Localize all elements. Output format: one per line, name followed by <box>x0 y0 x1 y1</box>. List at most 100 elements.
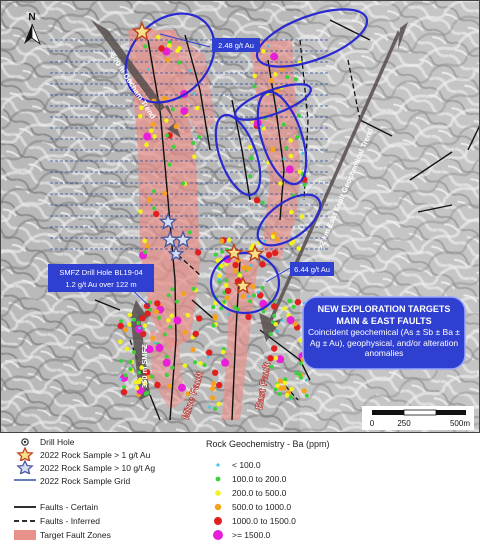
north-arrow: N <box>24 12 41 46</box>
legend-geochem-title: Rock Geochemistry - Ba (ppm) <box>206 439 330 449</box>
callout-top: 2.48 g/t Au <box>159 33 260 52</box>
geochem-sample-dot <box>154 381 161 389</box>
geochem-sample-dot <box>298 361 303 366</box>
callout-top-text: 2.48 g/t Au <box>218 41 254 50</box>
geochem-sample-dot <box>236 307 240 312</box>
geochem-sample-dot <box>144 310 151 317</box>
geochem-sample-dot <box>173 123 179 129</box>
legend-geochem-dot-5 <box>213 530 223 540</box>
geochem-sample-dot <box>263 239 267 243</box>
geochem-sample-dot <box>261 126 267 131</box>
geochem-sample-dot <box>270 146 276 153</box>
geochem-sample-dot <box>298 338 303 343</box>
targets-title-2: MAIN & EAST FAULTS <box>336 316 431 326</box>
geochem-sample-dot <box>232 305 237 310</box>
geochem-sample-dot <box>155 34 161 40</box>
geochem-sample-dot <box>271 345 278 352</box>
geochem-sample-dot <box>295 135 300 140</box>
legend-geochem-dot-2 <box>215 490 221 496</box>
geochem-sample-dot <box>280 319 284 322</box>
geochem-sample-dot <box>252 84 257 89</box>
geochem-sample-dot <box>127 322 132 327</box>
scale-tick-0: 0 <box>370 419 375 428</box>
geochem-sample-dot <box>143 132 152 141</box>
geochem-sample-dot <box>213 406 218 411</box>
legend: Drill Hole 2022 Rock Sample > 1 g/t Au 2… <box>0 433 480 554</box>
geochem-sample-dot <box>272 313 277 318</box>
geochem-sample-dot <box>158 45 165 52</box>
geochem-sample-dot <box>247 144 253 150</box>
geochem-sample-dot <box>150 335 156 341</box>
geochem-sample-dot <box>178 383 186 392</box>
drill-hole-icon <box>21 438 29 446</box>
geochem-sample-dot <box>271 303 278 310</box>
legend-geochem-label-5: >= 1500.0 <box>232 530 271 540</box>
geochem-sample-dot <box>155 343 164 352</box>
geochem-sample-dot <box>142 323 148 328</box>
geochem-sample-dot <box>291 304 296 309</box>
geochem-sample-dot <box>216 381 223 389</box>
geochem-sample-dot <box>212 313 218 319</box>
geochem-sample-dot <box>162 190 168 196</box>
geochem-sample-dot <box>162 95 168 101</box>
geochem-sample-dot <box>188 69 192 72</box>
callout-drill-line1: SMFZ Drill Hole BL19-04 <box>59 268 142 277</box>
geochem-sample-dot <box>143 391 148 396</box>
smfz-arrow <box>130 300 150 400</box>
geochem-sample-dot <box>202 363 207 368</box>
geochem-sample-dot <box>119 358 124 363</box>
geochem-sample-dot <box>299 214 305 219</box>
geochem-sample-dot <box>217 273 222 279</box>
geochem-sample-dot <box>289 386 295 392</box>
geochem-sample-dot <box>252 73 257 79</box>
legend-star-au: 2022 Rock Sample > 1 g/t Au <box>40 450 151 460</box>
geochem-sample-dot <box>146 197 152 203</box>
geochem-sample-dot <box>150 374 155 379</box>
callout-drill-line2: 1.2 g/t Au over 122 m <box>65 280 136 289</box>
geochem-sample-dot <box>304 378 308 382</box>
geochem-sample-dot <box>273 355 279 361</box>
geochem-sample-dot <box>288 153 294 159</box>
geochem-sample-dot <box>241 265 248 271</box>
geochem-sample-dot <box>167 162 172 167</box>
legend-geochem-label-0: < 100.0 <box>232 460 261 470</box>
geochem-sample-dot <box>213 252 218 257</box>
geochem-sample-dot <box>269 364 274 369</box>
geochem-sample-dot <box>246 295 250 298</box>
geochem-sample-dot <box>140 330 147 338</box>
geochem-sample-dot <box>270 52 279 61</box>
geochem-sample-dot <box>196 315 203 322</box>
geochem-sample-dot <box>165 57 171 63</box>
geochem-sample-dot <box>136 321 141 325</box>
geochem-sample-dot <box>211 323 216 328</box>
geochem-sample-dot <box>210 395 216 401</box>
callout-mid: 6.44 g/t Au <box>265 262 334 283</box>
fault-zone-icon <box>14 530 36 540</box>
geochem-sample-dot <box>260 124 264 128</box>
geochem-sample-dot <box>153 210 160 218</box>
grid-line-icon <box>14 479 36 481</box>
legend-drill-hole: Drill Hole <box>40 437 75 447</box>
geochem-sample-dot <box>276 330 279 333</box>
star-blue-icon <box>16 460 34 474</box>
geochem-sample-dot <box>285 75 290 80</box>
geochem-sample-dot <box>138 209 143 214</box>
geochem-sample-dot <box>162 332 167 337</box>
star-ag-sample <box>167 245 185 262</box>
geochem-sample-dot <box>154 300 161 307</box>
geochem-sample-dot <box>185 312 191 318</box>
geochem-sample-dot <box>294 298 302 306</box>
geochem-sample-dot <box>123 327 129 333</box>
geochem-sample-dot <box>218 278 222 281</box>
geochem-sample-dot <box>294 371 299 376</box>
geochem-sample-dot <box>297 372 302 377</box>
geochem-sample-dot <box>148 307 153 312</box>
geochem-sample-dot <box>149 128 154 133</box>
legend-geochem-label-4: 1000.0 to 1500.0 <box>232 516 296 526</box>
geochem-sample-dot <box>192 330 199 337</box>
gocham-trend-arrow <box>91 20 181 138</box>
geochem-sample-dot <box>260 285 265 290</box>
legend-fault-inferred: Faults - Inferred <box>40 516 100 526</box>
geochem-sample-dot <box>284 146 289 151</box>
